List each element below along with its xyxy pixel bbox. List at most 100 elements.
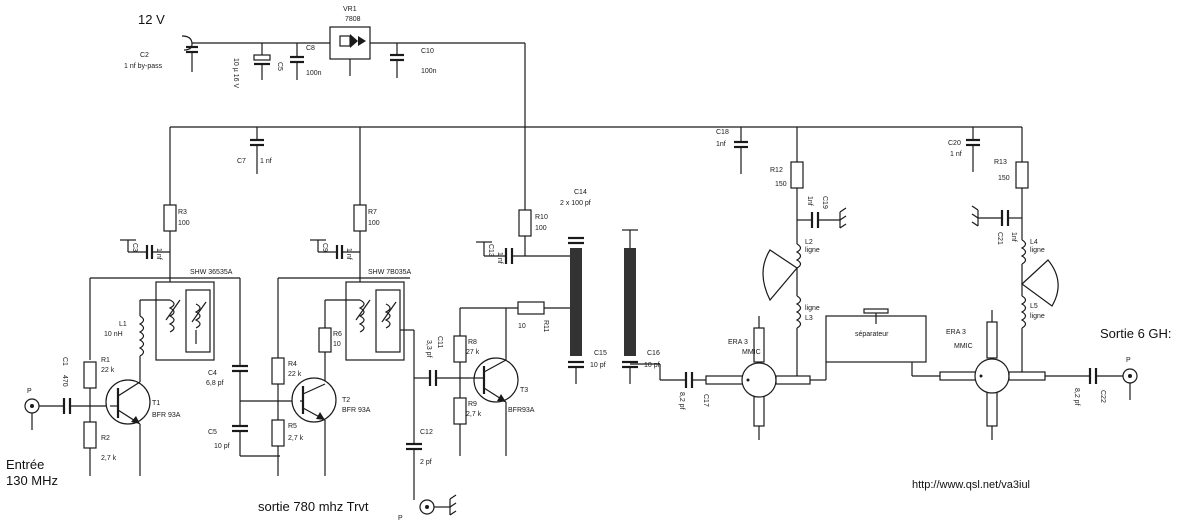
transformer-tr2: SHW 7B035A bbox=[345, 269, 412, 361]
c5-value: 10 pf bbox=[214, 443, 230, 450]
c20-value: 1 nf bbox=[950, 151, 962, 158]
output-6ghz-label: Sortie 6 GH: bbox=[1100, 326, 1172, 341]
r9-value: 2,7 k bbox=[466, 411, 482, 418]
l3-ref: L3 bbox=[805, 315, 813, 322]
r2-ref: R2 bbox=[101, 435, 110, 442]
regulator-vr1: VR1 7808 bbox=[329, 6, 371, 87]
c12-value: 2 pf bbox=[420, 459, 432, 466]
resonator-line-1: C15 10 pf bbox=[566, 236, 607, 395]
separator-label: séparateur bbox=[855, 331, 889, 338]
resistor-r11: 10 R11 bbox=[517, 301, 572, 332]
r7-value: 100 bbox=[368, 220, 380, 227]
c13-value: 1 nf bbox=[496, 252, 503, 264]
r5-ref: R5 bbox=[288, 423, 297, 430]
r11-value: R11 bbox=[542, 320, 549, 332]
c11-value: 3,3 pf bbox=[425, 340, 432, 358]
c4-value: 6,8 pf bbox=[206, 380, 224, 387]
l4-value: ligne bbox=[1030, 247, 1045, 254]
capacitor-c21: C21 1nf bbox=[971, 205, 1017, 245]
port-6ghz-label: P bbox=[1126, 357, 1131, 364]
source-url: http://www.qsl.net/va3iul bbox=[912, 479, 1030, 491]
port-780-label: P bbox=[398, 515, 403, 522]
c7-ref: C7 bbox=[237, 158, 246, 165]
r2-value: 2,7 k bbox=[101, 455, 117, 462]
inductor-l2: L2 ligne bbox=[795, 239, 820, 269]
c22-value: 8,2 pf bbox=[1073, 388, 1080, 406]
capacitor-c17: C17 8,2 pf bbox=[678, 372, 709, 410]
capacitor-c5: C5 10 pf bbox=[208, 424, 248, 456]
mmic1-type: MMIC bbox=[742, 349, 761, 356]
l1-ref: L1 bbox=[119, 321, 127, 328]
resistor-r3: R3 100 bbox=[163, 204, 190, 300]
r3-ref: R3 bbox=[178, 209, 187, 216]
capacitor-c18: C18 1nf bbox=[716, 127, 749, 185]
transistor-t2: T2 BFR 93A bbox=[291, 377, 371, 487]
vr1-value: 7808 bbox=[345, 16, 361, 23]
capacitor-c9: C9 1 nf bbox=[310, 239, 360, 260]
capacitor-c3: C3 1 nf bbox=[120, 239, 170, 260]
l2-ref: L2 bbox=[805, 239, 813, 246]
inductor-l1: L1 10 nH bbox=[104, 300, 145, 382]
separator-block: séparateur bbox=[825, 308, 927, 363]
output-780-label: sortie 780 mhz Trvt bbox=[258, 499, 369, 514]
l3-value: ligne bbox=[805, 305, 820, 312]
resonator-line-2: C16 10 pf bbox=[620, 229, 660, 395]
capacitor-c13: C13 1 nf bbox=[476, 241, 514, 264]
c5-ref: C5 bbox=[208, 429, 217, 436]
c16-value: 10 pf bbox=[644, 362, 660, 369]
resistor-r2: R2 2,7 k bbox=[80, 421, 117, 487]
port-780: P bbox=[398, 494, 457, 522]
c9-ref: C9 bbox=[321, 243, 328, 252]
port-input: P bbox=[22, 388, 40, 441]
resistor-r6: R6 10 bbox=[318, 327, 342, 384]
c21-value: 1nf bbox=[1010, 232, 1017, 242]
c1-ref: C1 bbox=[61, 357, 68, 366]
r10-value: 100 bbox=[535, 225, 547, 232]
l5-value: ligne bbox=[1030, 313, 1045, 320]
t2-value: BFR 93A bbox=[342, 407, 371, 414]
r7-ref: R7 bbox=[368, 209, 377, 216]
port-input-label: P bbox=[27, 388, 32, 395]
r11-ref: 10 bbox=[518, 323, 526, 330]
t1-value: BFR 93A bbox=[152, 412, 181, 419]
c1-value: 470 bbox=[61, 375, 68, 387]
cpol-ref: C5 bbox=[276, 62, 283, 71]
c2-value: 1 nf by-pass bbox=[124, 63, 163, 70]
r5-value: 2,7 k bbox=[288, 435, 304, 442]
l1-value: 10 nH bbox=[104, 331, 123, 338]
resistor-r5: R5 2,7 k bbox=[268, 419, 304, 487]
capacitor-electrolytic: 10 µ 16 V C5 bbox=[232, 43, 283, 91]
input-label-line1: Entrée bbox=[6, 457, 44, 472]
r6-ref: R6 bbox=[333, 331, 342, 338]
r1-value: 22 k bbox=[101, 367, 115, 374]
resistor-r10: R10 100 bbox=[518, 209, 548, 256]
c19-value: 1nf bbox=[806, 196, 813, 206]
capacitor-c10: C10 100n bbox=[387, 43, 437, 89]
c3-ref: C3 bbox=[131, 243, 138, 252]
transistor-t3: T3 BFR93A bbox=[470, 308, 535, 467]
c14-value: 2 x 100 pf bbox=[560, 200, 591, 207]
r3-value: 100 bbox=[178, 220, 190, 227]
mmic2-type: MMIC bbox=[954, 343, 973, 350]
c9-value: 1 nf bbox=[345, 248, 352, 260]
resistor-r13: R13 150 bbox=[994, 159, 1029, 240]
r4-value: 22 k bbox=[288, 371, 302, 378]
capacitor-c8: C8 100n bbox=[287, 43, 322, 91]
r10-ref: R10 bbox=[535, 214, 548, 221]
c8-ref: C8 bbox=[306, 45, 315, 52]
c13-ref: C13 bbox=[487, 244, 494, 257]
inductor-l4: L4 ligne bbox=[1020, 239, 1045, 265]
tr1-label: SHW 36535A bbox=[190, 269, 233, 276]
c12-ref: C12 bbox=[420, 429, 433, 436]
input-label-line2: 130 MHz bbox=[6, 473, 58, 488]
capacitor-c4: C4 6,8 pf bbox=[206, 364, 248, 387]
r1-ref: R1 bbox=[101, 357, 110, 364]
t3-value: BFR93A bbox=[508, 407, 535, 414]
mmic-1: ERA 3 MMIC bbox=[728, 305, 777, 451]
c10-ref: C10 bbox=[421, 48, 434, 55]
c21-ref: C21 bbox=[996, 232, 1003, 245]
vr1-ref: VR1 bbox=[343, 6, 357, 13]
capacitor-c2: C2 1 nf by-pass bbox=[124, 45, 205, 83]
c10-value: 100n bbox=[421, 68, 437, 75]
